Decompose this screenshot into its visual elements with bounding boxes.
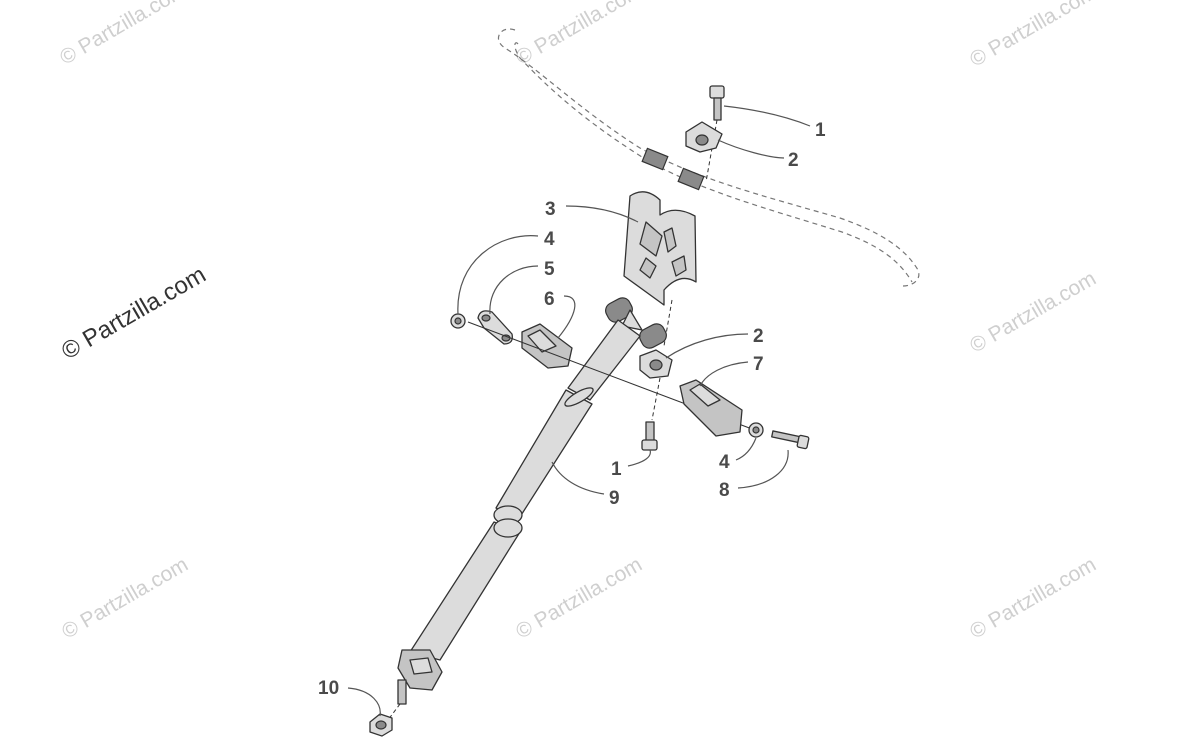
leader-2-right: [665, 333, 749, 359]
callout-10: 10: [318, 678, 339, 699]
leader-2-top: [717, 139, 785, 159]
leader-8: [737, 449, 789, 489]
flange-nut: [369, 713, 393, 737]
clamp-bracket-left: [521, 323, 573, 369]
leader-10: [347, 687, 381, 717]
leader-9: [551, 461, 605, 495]
leader-3: [565, 205, 639, 223]
nut-left: [450, 313, 466, 329]
clamp-right: [639, 349, 673, 421]
callout-1-low: 1: [611, 459, 622, 480]
steering-column: [409, 319, 641, 661]
leader-1-low: [627, 449, 651, 467]
bolt-low: [641, 421, 658, 451]
leader-4-left: [457, 235, 539, 315]
callout-1: 1: [815, 120, 826, 141]
callout-4-right: 4: [719, 452, 730, 473]
handlebar-ghost: [497, 28, 920, 287]
steering-post-top: [605, 297, 667, 349]
callout-5: 5: [544, 259, 555, 280]
leader-1-top: [723, 105, 811, 127]
leader-5: [489, 265, 539, 315]
clamp-bracket-right: [679, 379, 743, 437]
callout-7: 7: [753, 354, 764, 375]
leader-7: [699, 361, 749, 387]
column-base: [387, 649, 443, 721]
bolt-top: [705, 85, 725, 183]
riser-block: [623, 191, 697, 347]
clamp-top: [685, 121, 723, 153]
callout-2: 2: [788, 150, 799, 171]
callout-2-right: 2: [753, 326, 764, 347]
callout-4: 4: [544, 229, 555, 250]
nut-right: [748, 422, 764, 438]
grip-knurl: [677, 167, 705, 191]
callout-6: 6: [544, 289, 555, 310]
callout-3: 3: [545, 199, 556, 220]
grip-knurl: [641, 147, 669, 171]
callout-9: 9: [609, 488, 620, 509]
leader-6: [557, 295, 576, 339]
callout-8: 8: [719, 480, 730, 501]
leader-4-right: [735, 437, 757, 461]
bolt-right: [771, 430, 810, 450]
